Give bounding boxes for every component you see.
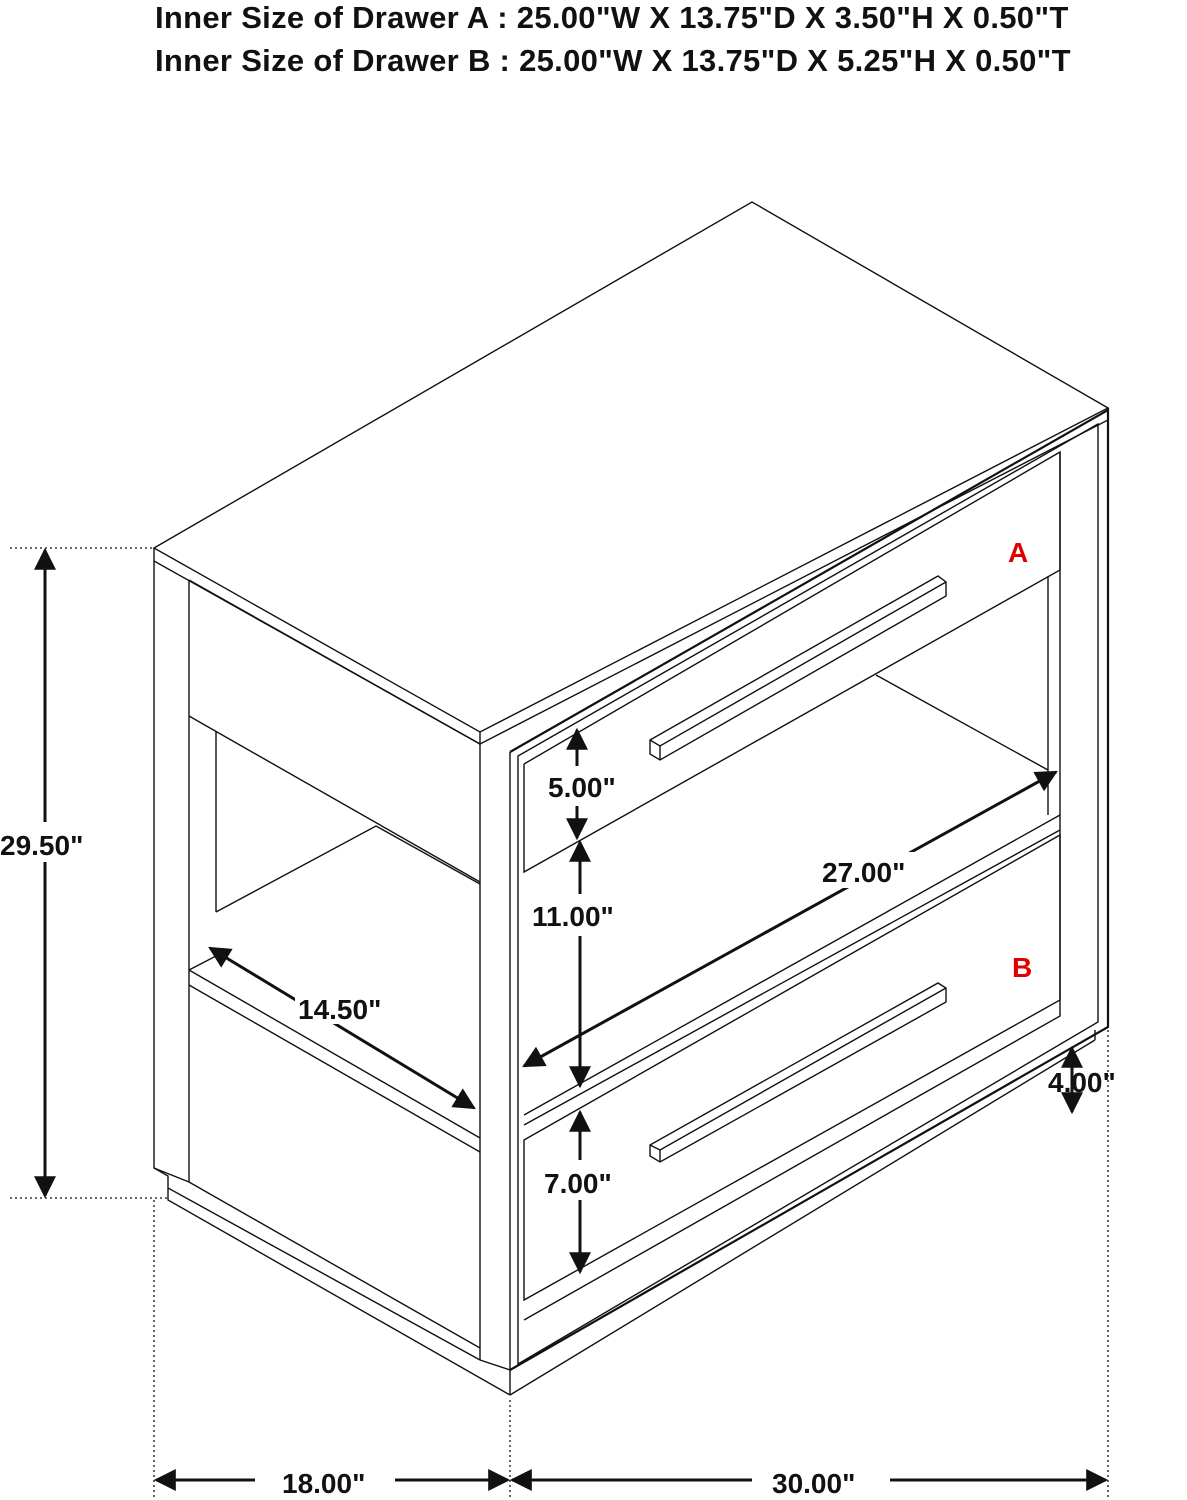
front-width-label: 30.00" (772, 1468, 855, 1499)
drawer-a-height-label: 5.00" (548, 772, 616, 803)
plinth-front (509, 1039, 1096, 1396)
front-frame-inner (517, 422, 1099, 1366)
cabinet-body (152, 201, 1110, 1396)
drawer-a-tag: A (1008, 537, 1028, 568)
side-depth-label: 18.00" (282, 1468, 365, 1499)
plinth-left (167, 1188, 511, 1396)
top-front-edge (479, 408, 1109, 746)
drawer-b-tag: B (1012, 952, 1032, 983)
drawer-a-inner-size: Inner Size of Drawer A : 25.00"W X 13.75… (155, 0, 1069, 35)
top-left-edge (153, 548, 481, 745)
open-shelf-height-label: 11.00" (532, 901, 614, 932)
drawer-b-height-label: 7.00" (544, 1168, 612, 1199)
shelf-width-arrow (522, 770, 1058, 1068)
drawer-a-handle (649, 575, 947, 761)
shelf-width-label: 27.00" (822, 857, 905, 888)
top-surface (152, 201, 1110, 733)
total-height-label: 29.50" (0, 830, 83, 861)
shelf-depth-arrow (208, 946, 476, 1110)
drawer-a-outline (523, 452, 1061, 874)
shelf-back-edge (215, 825, 481, 913)
shelf-depth-label: 14.50" (298, 994, 381, 1025)
shelf-inner-back (875, 674, 1049, 771)
drawer-b-inner-size: Inner Size of Drawer B : 25.00"W X 13.75… (155, 43, 1071, 78)
left-side-outline (153, 561, 481, 1361)
base-height-label: 4.00" (1048, 1067, 1116, 1098)
front-frame-outer (509, 408, 1110, 1371)
